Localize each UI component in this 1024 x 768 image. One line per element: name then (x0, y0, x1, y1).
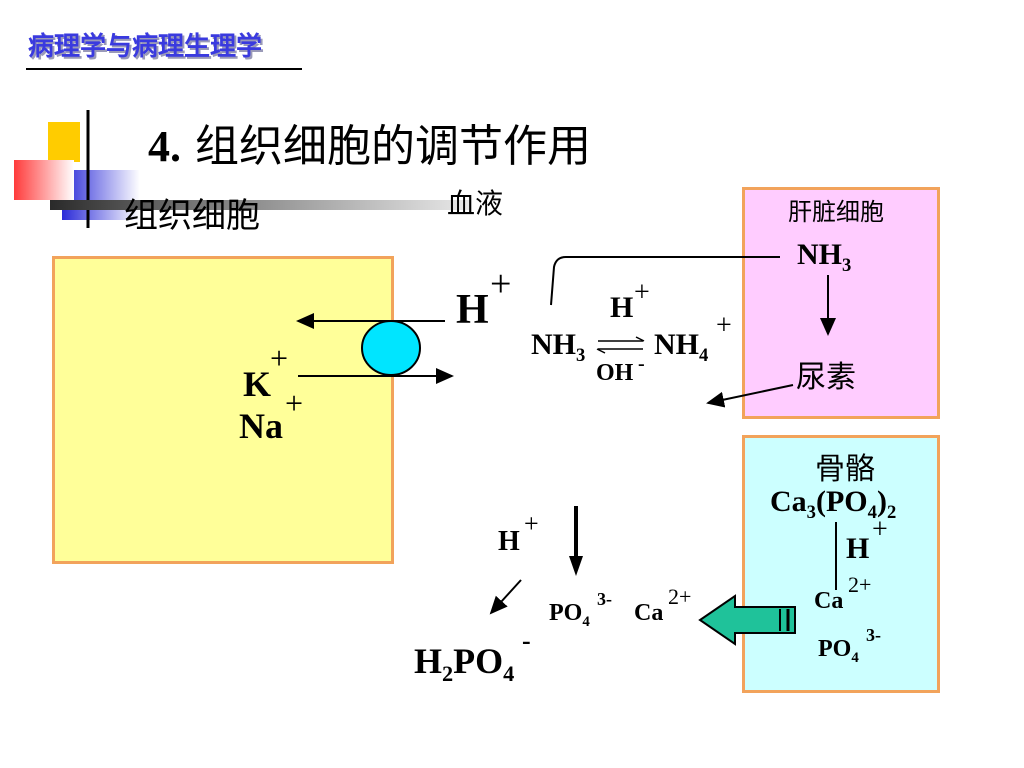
blood-h-ion: H (456, 287, 489, 333)
bone-h-charge: + (872, 514, 888, 545)
lower-po4: PO4 (549, 600, 590, 630)
lower-h: H (498, 526, 520, 557)
big-arrow-bone-release (698, 594, 796, 646)
bone-ca: Ca (814, 588, 844, 614)
decorative-squares (14, 110, 140, 228)
ion-na-charge: + (285, 385, 304, 421)
slide-title: 4. 组织细胞的调节作用 (148, 110, 591, 174)
label-liver-cell: 肝脏细胞 (788, 198, 884, 226)
arrow-urea-to-blood (706, 384, 794, 408)
label-blood: 血液 (447, 187, 504, 220)
course-title-underline (26, 68, 302, 70)
reaction-h: H (610, 291, 634, 324)
reaction-nh4: NH4 (654, 328, 709, 366)
lower-h2po4: H2PO4 (414, 641, 515, 687)
label-tissue-cell: 组织细胞 (124, 196, 260, 236)
bone-h: H (846, 532, 870, 565)
lower-ca-charge: 2+ (668, 584, 692, 609)
ion-na: Na (239, 406, 283, 446)
slide-title-text: 组织细胞的调节作用 (195, 121, 591, 172)
tissue-cell-box (52, 256, 394, 564)
bone-box (742, 435, 940, 693)
ion-channel (361, 320, 421, 376)
reaction-oh: OH (596, 360, 634, 386)
bone-ca-charge: 2+ (848, 572, 872, 597)
lower-h-charge: + (524, 509, 539, 538)
liver-nh3: NH3 (797, 238, 852, 276)
label-urea: 尿素 (796, 360, 856, 395)
course-title: 病理学与病理生理学 (28, 32, 263, 62)
bone-calcium-phosphate: Ca3(PO4)2 (770, 485, 897, 523)
lower-ca: Ca (634, 600, 664, 626)
blood-h-ion-charge: + (490, 263, 512, 305)
reaction-nh3: NH3 (531, 328, 586, 366)
bone-po4: PO4 (818, 636, 859, 666)
liver-cell-box (742, 187, 940, 419)
ion-k-charge: + (270, 340, 289, 376)
slide-number: 4. (148, 122, 181, 171)
title-divider-bar (50, 200, 470, 210)
label-bone: 骨骼 (815, 452, 875, 487)
arrow-to-h2po4 (489, 579, 522, 615)
bone-po4-charge: 3- (866, 625, 881, 645)
reaction-nh4-charge: + (716, 310, 732, 341)
lower-po4-charge: 3- (597, 589, 612, 609)
lower-h2po4-charge: - (522, 626, 531, 655)
connector-nh3-liver (550, 256, 780, 306)
reaction-h-charge: + (634, 277, 650, 308)
reaction-oh-charge: - (638, 353, 645, 375)
ion-k: K (243, 364, 272, 404)
